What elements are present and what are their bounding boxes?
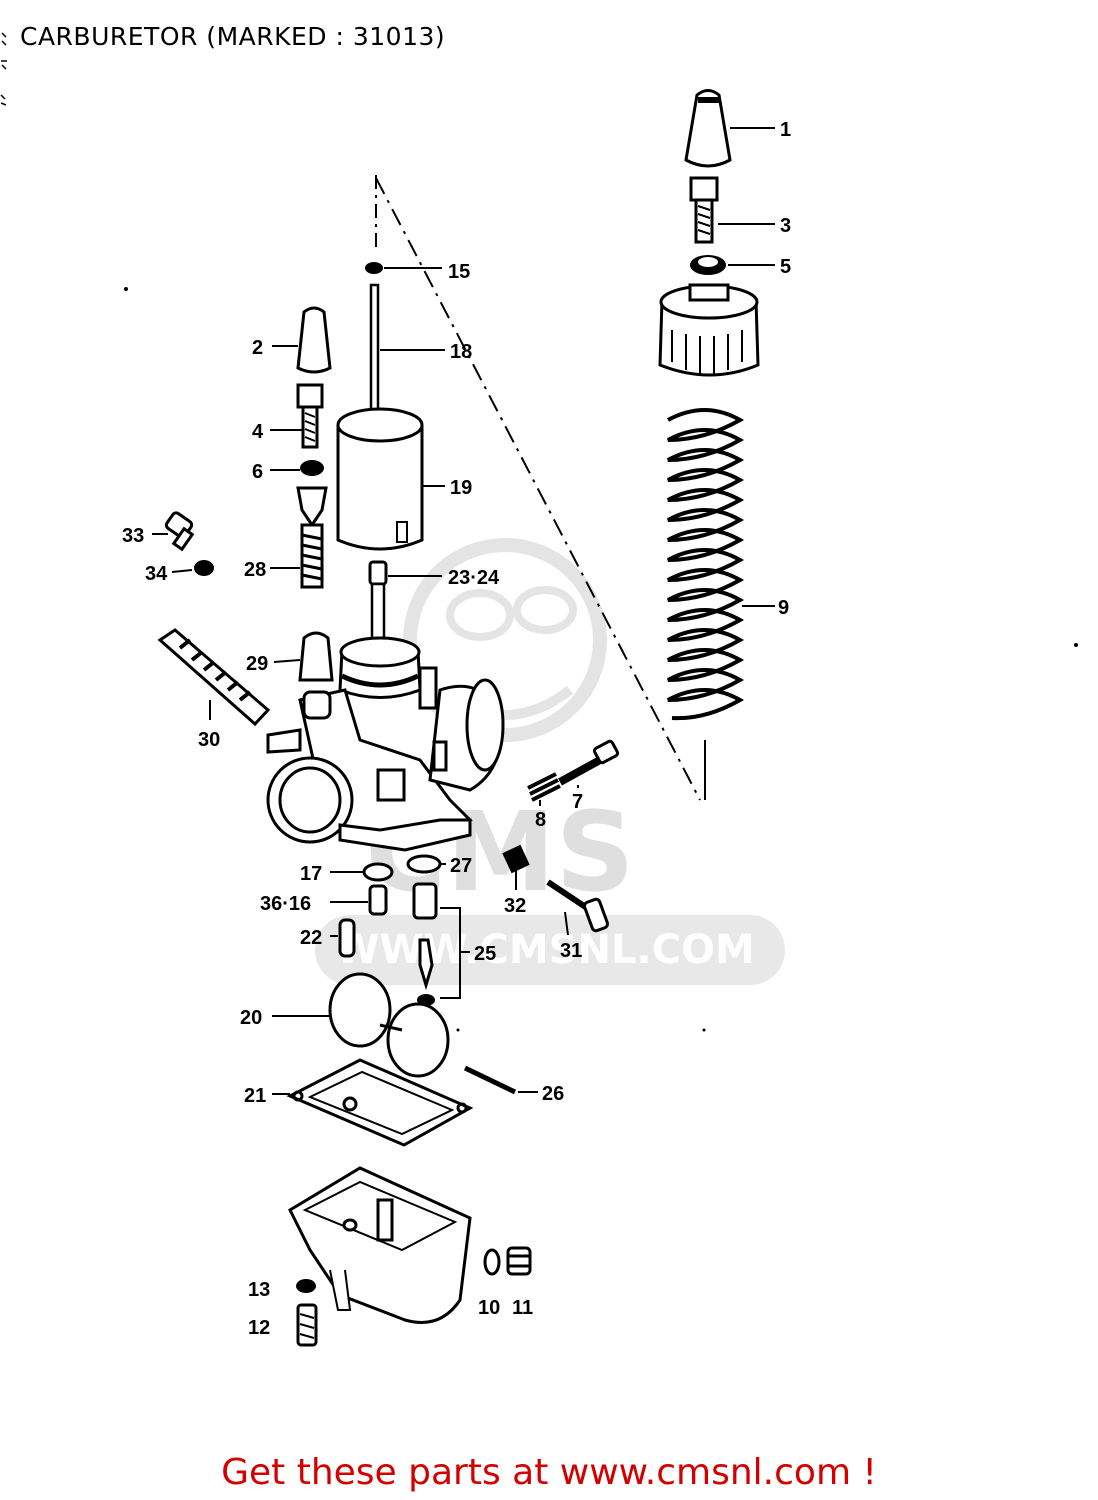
callout-28: 28 bbox=[244, 559, 266, 581]
part-3-adjuster bbox=[689, 176, 719, 244]
part-13-washer bbox=[296, 1279, 316, 1293]
part-12-screw bbox=[296, 1303, 318, 1347]
callout-labels: 1 3 5 9 15 18 19 23·24 2 4 6 28 29 30 33… bbox=[122, 119, 791, 1339]
callout-13: 13 bbox=[248, 1279, 270, 1301]
part-29-cap bbox=[298, 631, 334, 682]
part-34-washer bbox=[194, 560, 214, 576]
callout-6: 6 bbox=[252, 461, 263, 483]
part-10-washer bbox=[483, 1248, 501, 1276]
callout-11: 11 bbox=[512, 1297, 533, 1319]
callout-2: 2 bbox=[252, 337, 263, 359]
part-11-drain-plug bbox=[506, 1246, 532, 1276]
part-20-float bbox=[328, 972, 450, 1078]
callout-12: 12 bbox=[248, 1317, 270, 1339]
callout-25: 25 bbox=[474, 943, 496, 965]
callout-9: 9 bbox=[778, 597, 789, 619]
callout-15: 15 bbox=[448, 261, 470, 283]
callout-18: 18 bbox=[450, 341, 472, 363]
part-26-pin bbox=[463, 1065, 517, 1095]
margin-marks bbox=[0, 32, 7, 106]
part-22-pilot-jet bbox=[338, 918, 356, 958]
callout-27: 27 bbox=[450, 855, 472, 877]
part-31-screw bbox=[546, 879, 610, 933]
part-17-washer bbox=[362, 862, 394, 882]
footer-link[interactable]: Get these parts at www.cmsnl.com ! bbox=[221, 1452, 877, 1493]
part-27-o-ring bbox=[406, 854, 442, 874]
float-bowl bbox=[288, 1166, 472, 1324]
scan-artifacts bbox=[124, 287, 1078, 1032]
alignment-line bbox=[375, 175, 706, 801]
part-32-spring bbox=[502, 844, 530, 874]
callout-20: 20 bbox=[240, 1007, 262, 1029]
part-15-clip bbox=[365, 262, 383, 274]
callout-26: 26 bbox=[542, 1083, 564, 1105]
callout-32: 32 bbox=[504, 895, 526, 917]
mixing-chamber-top bbox=[658, 283, 760, 377]
part-5-nut bbox=[690, 255, 726, 275]
part-6-nut bbox=[300, 460, 324, 476]
callout-19: 19 bbox=[450, 477, 472, 499]
callout-30: 30 bbox=[198, 729, 220, 751]
part-9-spring bbox=[667, 408, 745, 721]
part-2-cap bbox=[296, 306, 332, 374]
part-18-needle bbox=[369, 283, 380, 427]
callout-4: 4 bbox=[252, 421, 264, 443]
leader-lines bbox=[152, 127, 775, 1095]
callout-3: 3 bbox=[780, 215, 791, 237]
part-33-banjo-bolt bbox=[164, 511, 195, 552]
callout-23-24: 23·24 bbox=[448, 567, 500, 589]
callout-17: 17 bbox=[300, 863, 322, 885]
callout-29: 29 bbox=[246, 653, 268, 675]
callout-33: 33 bbox=[122, 525, 144, 547]
callout-22: 22 bbox=[300, 927, 322, 949]
watermark-url: WWW.CMSNL.COM bbox=[335, 927, 755, 973]
part-28-starter-plunger bbox=[296, 486, 328, 589]
callout-36-16: 36·16 bbox=[260, 893, 311, 915]
page-title: CARBURETOR (MARKED : 31013) bbox=[20, 22, 446, 51]
part-8-spring bbox=[527, 772, 561, 802]
part-30-cable-cover bbox=[157, 628, 271, 727]
part-36-16-jet bbox=[368, 884, 388, 916]
callout-31: 31 bbox=[560, 940, 582, 962]
callout-1: 1 bbox=[780, 119, 791, 141]
part-4-adjuster bbox=[296, 383, 324, 449]
callout-21: 21 bbox=[244, 1085, 266, 1107]
callout-7: 7 bbox=[572, 791, 583, 813]
callout-34: 34 bbox=[145, 563, 168, 585]
callout-5: 5 bbox=[780, 256, 791, 278]
carburetor-body bbox=[266, 636, 505, 852]
carburetor-exploded-diagram: CMS WWW.CMSNL.COM bbox=[122, 89, 1078, 1347]
part-7-screw bbox=[558, 739, 620, 786]
callout-8: 8 bbox=[535, 809, 546, 831]
part-1-cap bbox=[684, 89, 732, 168]
part-21-gasket bbox=[286, 1058, 474, 1147]
part-19-throttle-valve bbox=[336, 407, 424, 551]
callout-10: 10 bbox=[478, 1297, 500, 1319]
